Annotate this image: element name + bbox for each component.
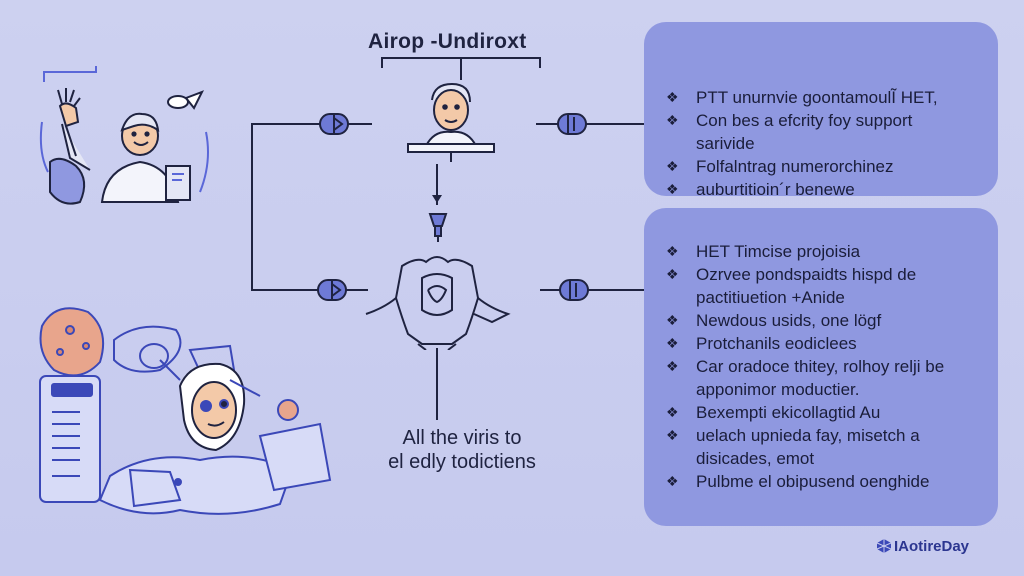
list-item: ❖Pulbme el obipusend oenghide	[666, 472, 930, 491]
list-item: ❖PTT unurnvie goontamoulĨ HET,	[666, 88, 938, 107]
list-item: ❖HET Timcise projoisia	[666, 242, 861, 261]
list-item: apponimor moductier.	[696, 380, 860, 399]
list-item: sarivide	[696, 134, 755, 153]
list-item: ❖Ozrvee pondspaidts hispd de	[666, 265, 917, 284]
bullet-icon: ❖	[666, 112, 679, 128]
info-list-top: ❖PTT unurnvie goontamoulĨ HET, ❖Con bes …	[666, 86, 938, 201]
bullet-icon: ❖	[666, 427, 679, 443]
list-item: ❖Bexempti ekicollagtid Au	[666, 403, 881, 422]
bullet-icon: ❖	[666, 335, 679, 351]
bullet-icon: ❖	[666, 158, 679, 174]
funnel-icon	[428, 213, 448, 242]
list-item: ❖Newdous usids, one lögf	[666, 311, 882, 330]
caption-line-1: All the viris to	[402, 427, 522, 449]
socket-icon	[557, 113, 587, 135]
brand-logo: IAotireDay	[876, 538, 969, 555]
list-item: ❖Con bes a efcrity foy support	[666, 111, 913, 130]
waving-man-illustration	[39, 66, 209, 205]
plug-icon	[317, 279, 347, 301]
bullet-icon: ❖	[666, 312, 679, 328]
info-panel-top: ❖PTT unurnvie goontamoulĨ HET, ❖Con bes …	[644, 22, 998, 199]
bullet-icon: ❖	[666, 358, 679, 374]
list-item: ❖Car oradoce thitey, rolhoy relji be	[666, 357, 945, 376]
bullet-icon: ❖	[666, 181, 679, 197]
list-item: ❖Protchanils eodiclees	[666, 334, 857, 353]
bullet-icon: ❖	[666, 266, 679, 282]
emblem-illustration	[365, 256, 511, 350]
left-bracket-line	[251, 123, 332, 291]
cube-logo-icon	[876, 539, 892, 553]
bullet-icon: ❖	[666, 404, 679, 420]
bullet-icon: ❖	[666, 243, 679, 259]
diagram-caption: All the viris to el edly todictiens	[362, 426, 562, 474]
list-item: ❖auburtitioin´r benewe	[666, 180, 855, 199]
list-item: pactitiuetion +Anide	[696, 288, 845, 307]
speaker-illustration	[407, 82, 495, 162]
bullet-icon: ❖	[666, 473, 679, 489]
list-item: ❖Folfalntrag numerorchinez	[666, 157, 894, 176]
list-item: disicades, emot	[696, 449, 815, 468]
caption-line-2: el edly todictiens	[388, 451, 536, 473]
list-item: ❖uelach upnieda fay, misetch a	[666, 426, 920, 445]
diagram-title: Airop -Undiroxt	[368, 30, 527, 53]
brand-name: IAotireDay	[894, 538, 970, 555]
bullet-icon: ❖	[666, 89, 679, 105]
plug-icon	[319, 113, 349, 135]
info-list-bottom: ❖HET Timcise projoisia ❖Ozrvee pondspaid…	[666, 240, 944, 493]
info-panel-bottom: ❖HET Timcise projoisia ❖Ozrvee pondspaid…	[644, 208, 998, 526]
socket-icon	[559, 279, 589, 301]
woman-devices-illustration	[39, 307, 332, 515]
arrow-down-icon	[432, 195, 442, 203]
